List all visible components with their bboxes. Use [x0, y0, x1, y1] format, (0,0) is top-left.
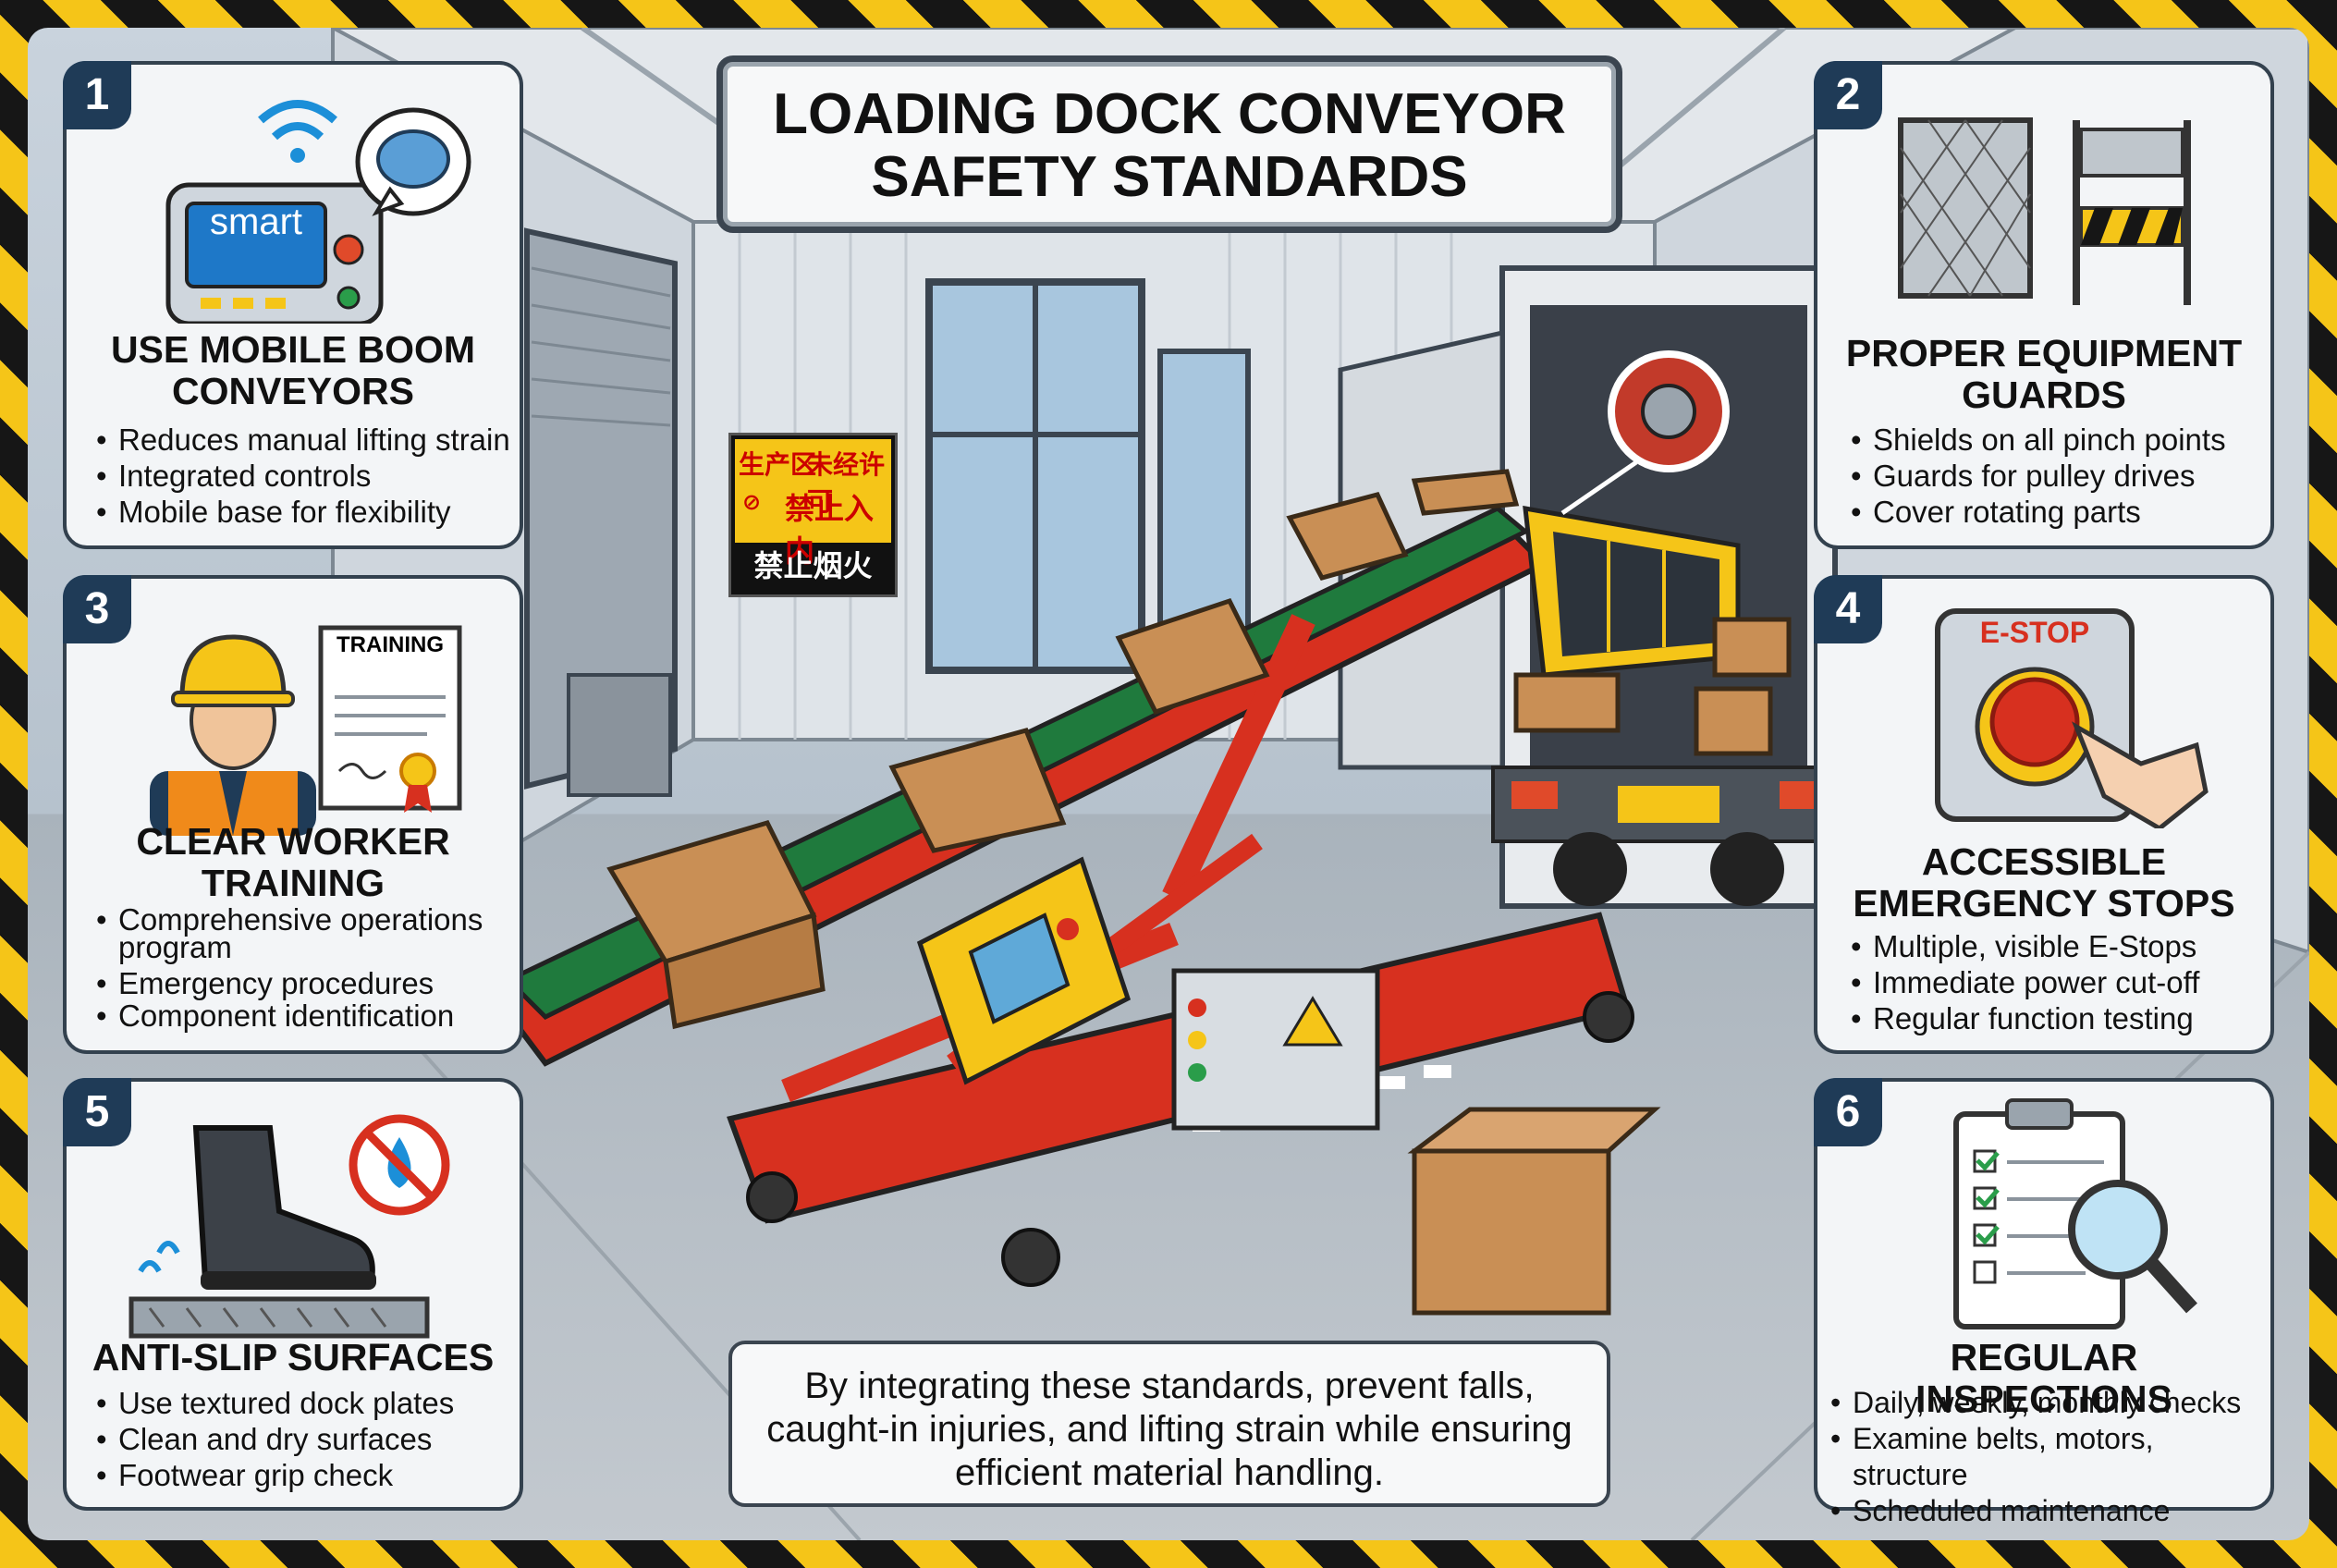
page-title-box: LOADING DOCK CONVEYOR SAFETY STANDARDS: [716, 55, 1622, 233]
panel-equipment-guards: 2 PROPER EQUIPMENT GUARDS Shields on all…: [1814, 61, 2274, 549]
panel-emergency-stops: 4 E-STOP ACCESSIBLE EMERGENCY STOPS Mult…: [1814, 575, 2274, 1054]
e-stop-button-icon: [1935, 608, 2209, 828]
panel-number: 3: [63, 575, 131, 643]
bullet-list: Daily, weekly, monthly checks Examine be…: [1829, 1385, 2270, 1529]
hard-hat-worker-icon: [150, 625, 462, 836]
clipboard-checklist-icon: [1953, 1098, 2197, 1329]
pointing-hand-icon: [2072, 721, 2209, 828]
panel-number: 6: [1814, 1078, 1882, 1146]
bullet-list: Shields on all pinch points Guards for p…: [1849, 422, 2226, 530]
bullet-list: Use textured dock plates Clean and dry s…: [94, 1385, 454, 1493]
boot-icon: [128, 1114, 450, 1339]
page-title-line2: SAFETY STANDARDS: [871, 145, 1468, 209]
panel-number: 4: [1814, 575, 1882, 643]
panel-number: 1: [63, 61, 131, 129]
smart-controller-icon: [165, 100, 471, 324]
bullet-list: Comprehensive operations program Emergen…: [94, 904, 492, 1032]
panel-regular-inspections: 6 REGULAR INSPECTIONS Daily, weekly, mon…: [1814, 1078, 2274, 1529]
page-title-line1: LOADING DOCK CONVEYOR: [773, 82, 1566, 146]
barrier-icon: [2073, 120, 2191, 305]
panel-mobile-boom-conveyors: 1 smart USE MOBILE BOOM CONVEYORS Reduce…: [63, 61, 523, 549]
summary-text: By integrating these standards, prevent …: [766, 1366, 1572, 1493]
magnifier-icon: [2068, 1180, 2197, 1314]
guard-fence-icon: [1898, 117, 2191, 305]
warning-sign: 生产区 未经许可 ⊘ 禁止入内 禁止烟火: [728, 433, 898, 597]
panel-anti-slip-surfaces: 5 ANTI-SLIP SURFACES Use textured dock p…: [63, 1078, 523, 1511]
no-fire-icon: ⊘: [742, 490, 762, 515]
panel-number: 5: [63, 1078, 131, 1146]
no-water-icon: [349, 1114, 450, 1216]
textured-plate-icon: [128, 1296, 430, 1339]
bullet-list: Multiple, visible E-Stops Immediate powe…: [1849, 928, 2199, 1036]
training-certificate-icon: [399, 753, 436, 790]
panel-number: 2: [1814, 61, 1882, 129]
bullet-list: Reduces manual lifting strain Integrated…: [94, 422, 510, 530]
panel-worker-training: 3 TRAINING CLEAR WORKER TRAINING Compreh…: [63, 575, 523, 1054]
brain-icon: [376, 129, 450, 189]
summary-box: By integrating these standards, prevent …: [728, 1341, 1610, 1507]
